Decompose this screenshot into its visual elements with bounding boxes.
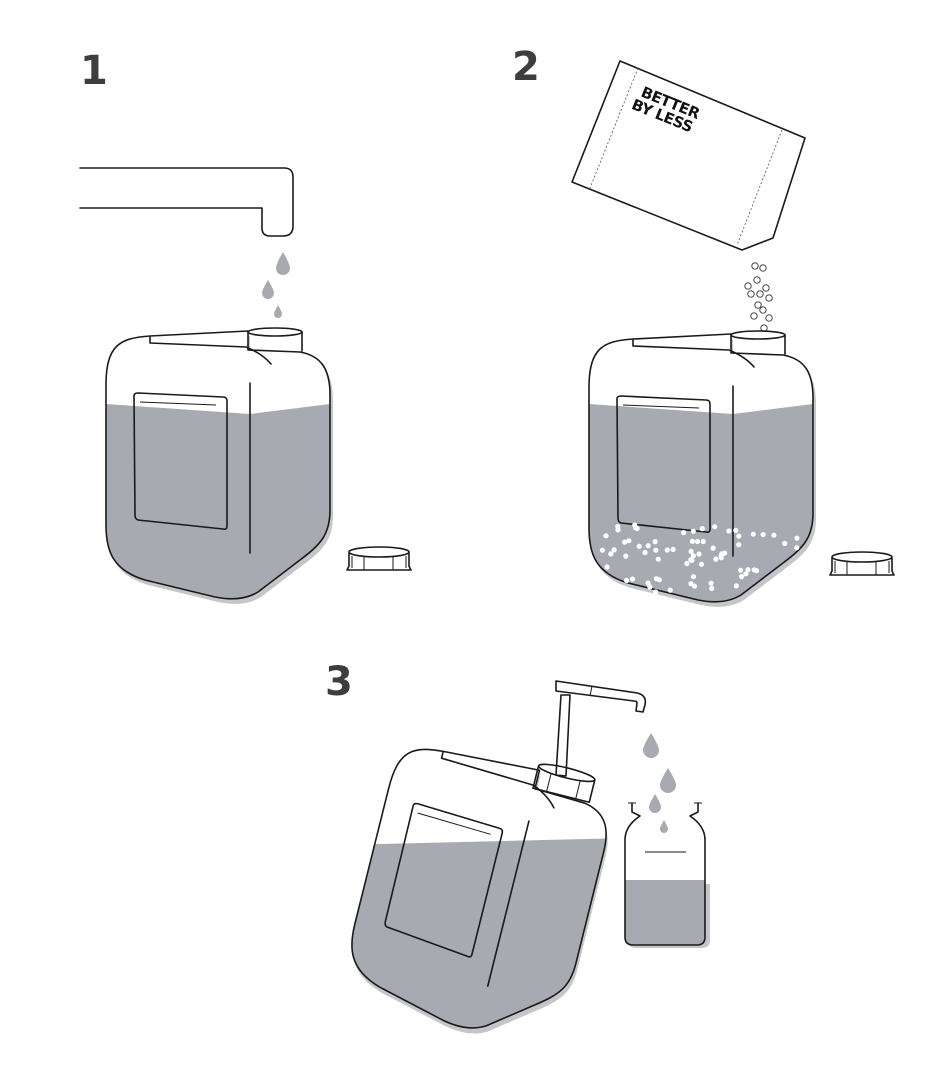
falling-powder [744, 262, 773, 332]
dissolving-particle [636, 543, 642, 549]
dissolving-particle [782, 540, 788, 547]
detergent-packet: BETTER BY LESS [571, 60, 806, 251]
dissolving-particle [624, 577, 630, 584]
powder-granule [765, 294, 773, 302]
powder-granule [756, 290, 764, 298]
dissolving-particle [688, 548, 694, 555]
dissolving-particle [733, 583, 739, 589]
dispensing-drops-icon [643, 733, 676, 833]
dissolving-particle [694, 538, 701, 545]
powder-granule [765, 314, 773, 322]
dissolving-particle [653, 547, 659, 553]
dissolving-particle [708, 580, 714, 586]
dissolving-particle [653, 576, 659, 582]
dissolving-particle [615, 527, 621, 533]
dissolving-particle [632, 522, 638, 528]
dissolving-particle [690, 574, 697, 580]
dissolving-particle [710, 545, 716, 551]
dissolving-particle [611, 547, 617, 553]
dissolving-particle [623, 553, 629, 559]
dissolving-particle [736, 542, 742, 548]
dissolving-particle [713, 556, 719, 562]
dissolving-particle [691, 583, 698, 589]
step-number-3: 3 [325, 659, 353, 705]
dissolving-particle [670, 546, 676, 553]
faucet-icon [79, 167, 294, 237]
dissolving-particle [690, 553, 696, 559]
dissolving-particle [700, 538, 706, 545]
powder-granule [751, 262, 759, 270]
powder-granule [754, 301, 762, 309]
dissolving-particle [645, 580, 651, 586]
dissolving-particle [681, 530, 687, 536]
dissolving-particle [667, 587, 673, 593]
dissolving-particle [760, 532, 766, 538]
dissolving-particle [645, 543, 651, 549]
dissolving-particle [750, 531, 756, 537]
dissolving-particle [664, 547, 670, 553]
pump [555, 680, 647, 777]
dissolving-particle [771, 532, 777, 538]
dissolving-particle [690, 528, 696, 534]
dissolving-particle [733, 527, 739, 534]
dissolving-particle [653, 589, 659, 595]
dissolving-particle [722, 550, 728, 556]
powder-granule [747, 290, 755, 298]
dissolving-particle [689, 538, 695, 544]
dissolving-particle [794, 535, 800, 541]
dissolving-particle [599, 547, 605, 553]
dissolving-particle [738, 567, 744, 573]
dissolving-particle [629, 576, 636, 582]
dissolving-particle [622, 539, 628, 545]
dissolving-particle [684, 560, 690, 567]
dissolving-particle [699, 526, 705, 532]
dissolving-particle [718, 555, 724, 561]
dissolving-particle [688, 557, 694, 563]
pump-cap [532, 763, 596, 804]
powder-granule [753, 276, 761, 284]
water-drops-icon [262, 252, 290, 318]
canister-3 [335, 735, 623, 1056]
dissolving-particle [751, 567, 757, 573]
powder-granule [750, 312, 758, 320]
dissolving-particle [745, 567, 751, 573]
dissolving-particle [709, 585, 715, 592]
powder-granule [744, 282, 752, 290]
liquid [340, 838, 620, 1040]
dissolving-particle [794, 545, 800, 551]
dissolving-particle [726, 528, 732, 534]
step-number-2: 2 [512, 44, 540, 90]
liquid [589, 404, 813, 602]
dissolving-particle [698, 561, 705, 567]
canister-2 [588, 330, 816, 607]
powder-granule [762, 284, 770, 292]
dissolving-particle [696, 551, 702, 557]
dissolving-particle [652, 539, 658, 545]
canister-cap-1 [346, 546, 412, 571]
canister-cap-2 [829, 551, 895, 576]
dissolving-particle [603, 533, 609, 539]
dissolving-particle [655, 556, 661, 562]
refill-bottle [624, 802, 710, 948]
dissolving-particle [736, 533, 742, 539]
dissolving-particle [626, 538, 632, 544]
canister-1 [105, 327, 333, 604]
dissolving-particle [712, 524, 718, 530]
dissolving-particle [642, 549, 648, 556]
powder-granule [759, 306, 767, 314]
powder-granule [759, 264, 767, 272]
liquid [106, 404, 330, 599]
step-number-1: 1 [80, 48, 108, 94]
dissolving-particle [604, 564, 610, 570]
dissolving-particle [743, 571, 749, 577]
dissolving-particle [739, 574, 745, 580]
dissolving-particle [608, 551, 614, 557]
